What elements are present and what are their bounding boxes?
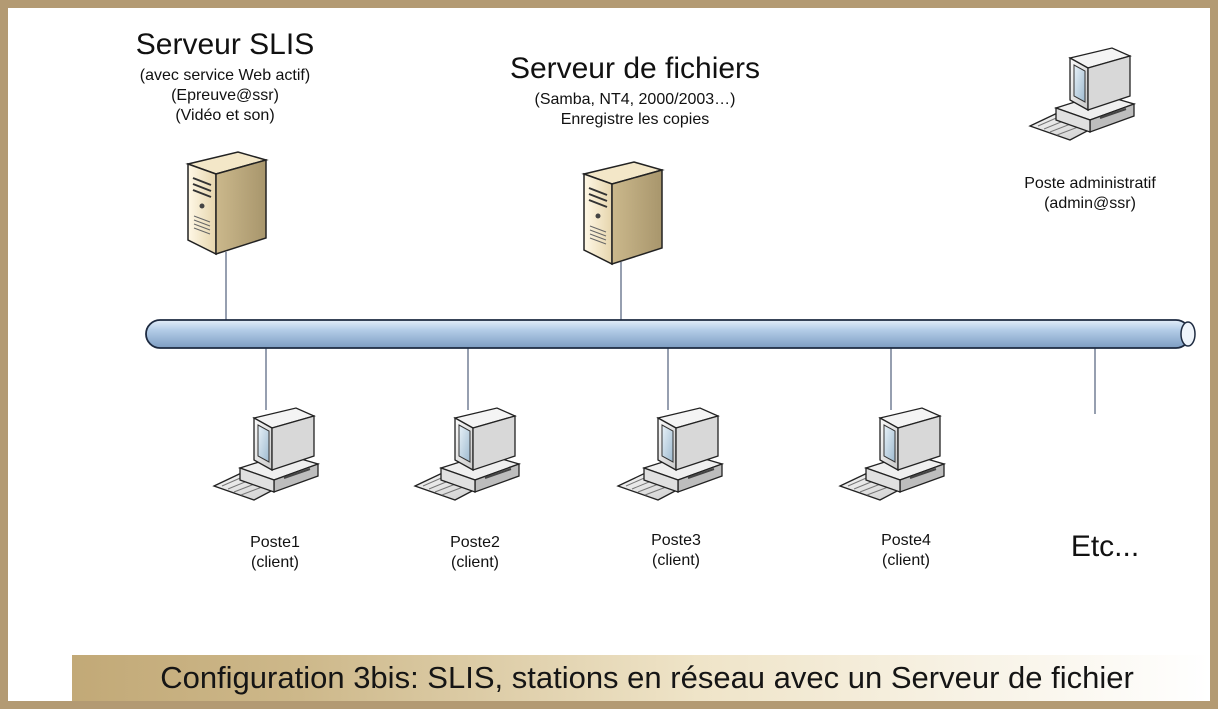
admin-computer-icon xyxy=(1029,47,1135,141)
etc-label: Etc... xyxy=(1070,530,1140,563)
poste2-computer-icon xyxy=(414,407,520,501)
footer-caption: Configuration 3bis: SLIS, stations en ré… xyxy=(160,660,1134,695)
slis-server-title: Serveur SLIS xyxy=(135,28,315,61)
poste3-label: Poste3 (client) xyxy=(651,532,701,569)
slis-server-details: (avec service Web actif) (Epreuve@ssr) (… xyxy=(139,67,311,124)
file-server-icon xyxy=(583,161,663,265)
file-server-title: Serveur de fichiers xyxy=(509,52,761,85)
file-server-details: (Samba, NT4, 2000/2003…) Enregistre les … xyxy=(534,91,736,128)
poste1-label: Poste1 (client) xyxy=(250,534,300,571)
footer-caption-bar: Configuration 3bis: SLIS, stations en ré… xyxy=(72,655,1210,701)
poste4-label: Poste4 (client) xyxy=(881,532,931,569)
poste1-computer-icon xyxy=(213,407,319,501)
poste3-computer-icon xyxy=(617,407,723,501)
poste4-computer-icon xyxy=(839,407,945,501)
poste2-label: Poste2 (client) xyxy=(450,534,500,571)
network-bus xyxy=(145,319,1196,349)
admin-station-label: Poste administratif (admin@ssr) xyxy=(1024,175,1156,212)
slis-server-icon xyxy=(187,151,267,255)
